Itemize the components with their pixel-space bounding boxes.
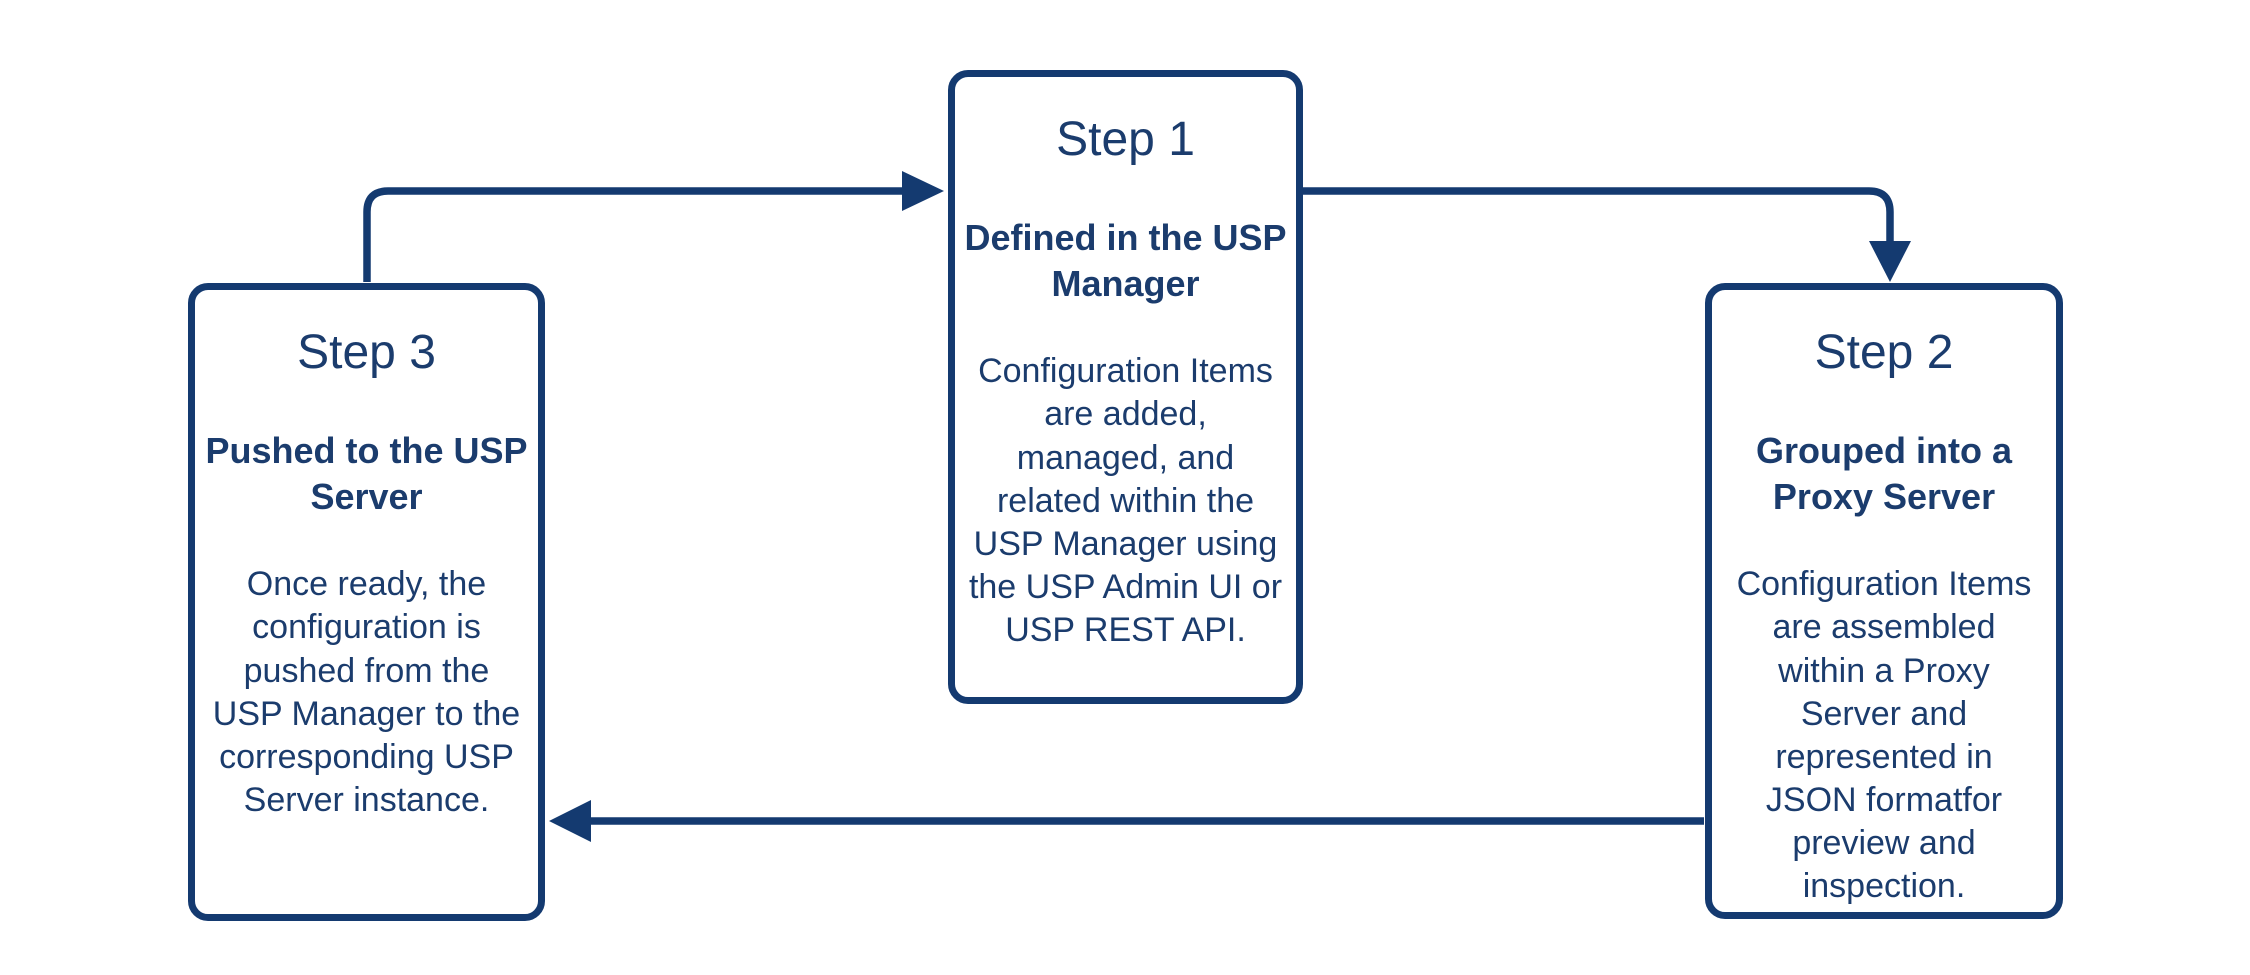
step-1-body: Configuration Items are added, managed, … xyxy=(968,352,1283,650)
step-1-subtitle: Defined in the USP Manager xyxy=(964,216,1287,305)
arrowhead-left-icon xyxy=(549,800,591,842)
step-1-title: Step 1 xyxy=(1056,113,1195,166)
arrowhead-right-icon xyxy=(902,171,944,211)
step-2-body: Configuration Items are assembled within… xyxy=(1736,565,2032,906)
step-3-box: Step 3 Pushed to the USP Server Once rea… xyxy=(188,283,545,921)
step-3-subtitle: Pushed to the USP Server xyxy=(205,429,528,518)
step-3-title: Step 3 xyxy=(297,326,436,379)
step-2-subtitle: Grouped into a Proxy Server xyxy=(1756,429,2012,518)
step-3-body: Once ready, the configuration is pushed … xyxy=(212,565,521,820)
step-2-title: Step 2 xyxy=(1814,326,1954,379)
arrow-step1-to-step2 xyxy=(1303,187,1911,282)
step-1-box: Step 1 Defined in the USP Manager Config… xyxy=(948,70,1303,704)
arrowhead-down-icon xyxy=(1869,241,1911,282)
step-2-box: Step 2 Grouped into a Proxy Server Confi… xyxy=(1705,283,2063,919)
arrow-step3-to-step1 xyxy=(363,171,944,282)
arrow-step2-to-step3 xyxy=(549,800,1704,842)
